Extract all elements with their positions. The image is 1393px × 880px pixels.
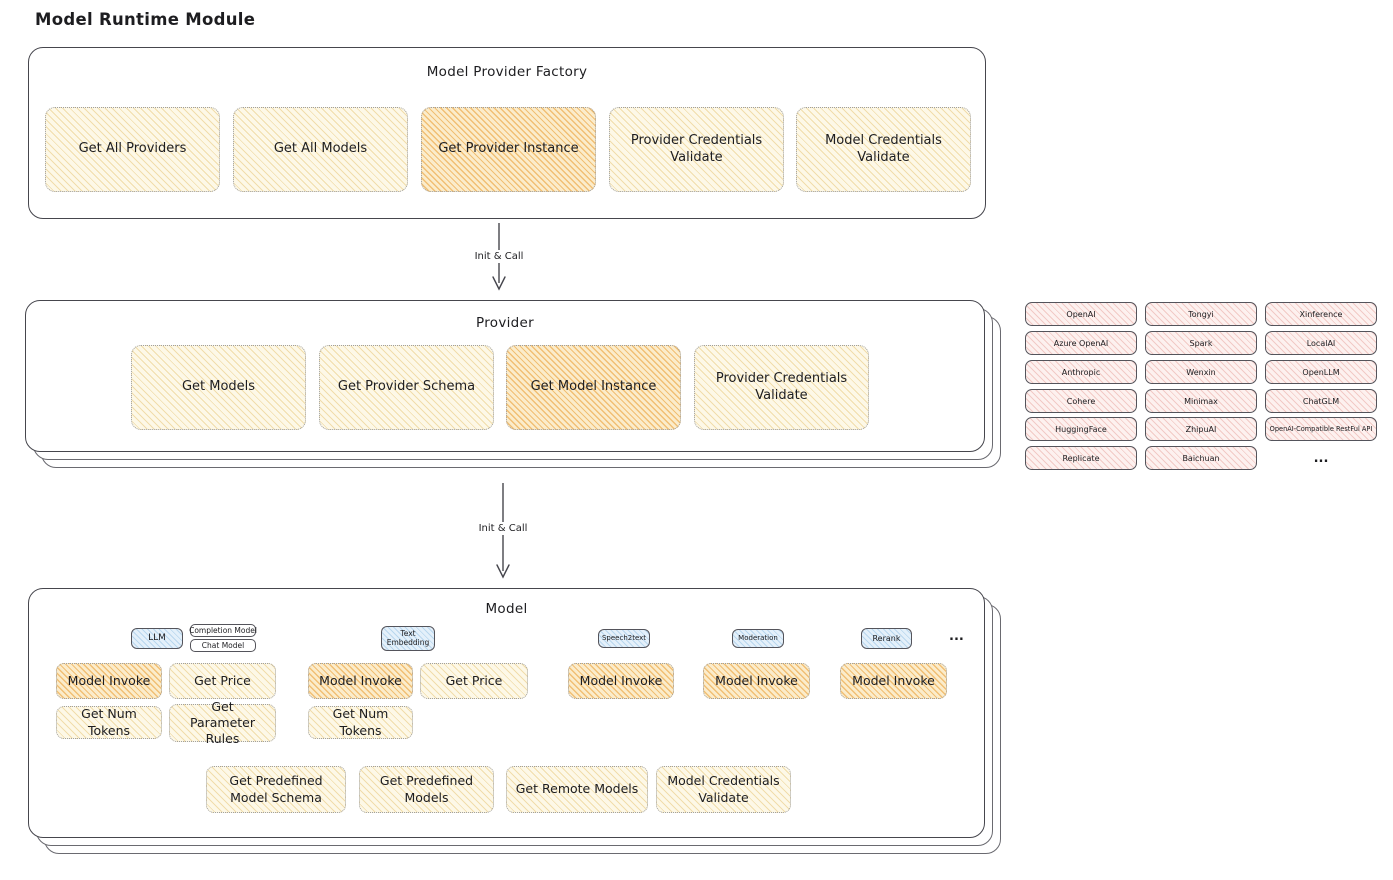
provider-chip-zhipuai: ZhipuAI (1145, 417, 1257, 441)
node-llm-get-parameter-rules: Get Parameter Rules (169, 699, 276, 746)
node-get-remote-models: Get Remote Models (506, 766, 648, 813)
provider-title: Provider (476, 315, 534, 331)
arrow-label-init-call-1: Init & Call (459, 250, 539, 263)
tab-speech2text: Speech2text (598, 629, 650, 648)
node-embedding-model-invoke: Model Invoke (308, 663, 413, 699)
provider-chip-spark: Spark (1145, 331, 1257, 355)
node-get-provider-instance: Get Provider Instance (421, 107, 596, 192)
node-get-models: Get Models (131, 345, 306, 430)
provider-chip-tongyi: Tongyi (1145, 302, 1257, 326)
node-speech2text-model-invoke: Model Invoke (568, 663, 674, 699)
provider-chip-replicate: Replicate (1025, 446, 1137, 470)
tab-rerank: Rerank (861, 628, 912, 649)
provider-chip-anthropic: Anthropic (1025, 360, 1137, 384)
node-llm-get-num-tokens: Get Num Tokens (56, 706, 162, 739)
node-get-predefined-model-schema: Get Predefined Model Schema (206, 766, 346, 813)
node-get-all-providers: Get All Providers (45, 107, 220, 192)
provider-chip-chatglm: ChatGLM (1265, 389, 1377, 413)
tab-llm: LLM (131, 628, 183, 649)
tab-chat-model: Chat Model (190, 639, 256, 652)
provider-chip-wenxin: Wenxin (1145, 360, 1257, 384)
node-get-all-models: Get All Models (233, 107, 408, 192)
factory-title: Model Provider Factory (426, 64, 588, 80)
node-model-credentials-validate: Model Credentials Validate (796, 107, 971, 192)
provider-chip-openai-compatible: OpenAI-Compatible RestFul API (1265, 417, 1377, 441)
provider-chip-localai: LocalAI (1265, 331, 1377, 355)
provider-chip-huggingface: HuggingFace (1025, 417, 1137, 441)
node-provider-credentials-validate-2: Provider Credentials Validate (694, 345, 869, 430)
node-get-predefined-models: Get Predefined Models (359, 766, 494, 813)
tab-moderation: Moderation (732, 629, 784, 648)
provider-grid-ellipsis: ... (1313, 450, 1329, 466)
node-rerank-model-invoke: Model Invoke (840, 663, 947, 699)
provider-chip-azure-openai: Azure OpenAI (1025, 331, 1137, 355)
arrow-label-init-call-2: Init & Call (463, 522, 543, 535)
provider-chip-minimax: Minimax (1145, 389, 1257, 413)
node-embedding-get-price: Get Price (420, 663, 528, 699)
node-get-provider-schema: Get Provider Schema (319, 345, 494, 430)
node-get-model-instance: Get Model Instance (506, 345, 681, 430)
node-model-credentials-validate-2: Model Credentials Validate (656, 766, 791, 813)
model-title: Model (485, 601, 528, 617)
provider-chip-openllm: OpenLLM (1265, 360, 1377, 384)
node-provider-credentials-validate: Provider Credentials Validate (609, 107, 784, 192)
provider-box: Provider Get Models Get Provider Schema … (25, 300, 985, 452)
provider-chip-cohere: Cohere (1025, 389, 1137, 413)
node-llm-model-invoke: Model Invoke (56, 663, 162, 699)
model-box: Model LLM Completion Model Chat Model Te… (28, 588, 985, 838)
factory-box: Model Provider Factory Get All Providers… (28, 47, 986, 219)
node-embedding-get-num-tokens: Get Num Tokens (308, 706, 413, 739)
page-title: Model Runtime Module (35, 10, 256, 29)
model-tabs-ellipsis: ... (949, 629, 964, 644)
tab-completion-model: Completion Model (189, 624, 257, 637)
provider-chip-baichuan: Baichuan (1145, 446, 1257, 470)
tab-text-embedding: Text Embedding (381, 626, 435, 651)
node-moderation-model-invoke: Model Invoke (703, 663, 810, 699)
provider-chip-openai: OpenAI (1025, 302, 1137, 326)
provider-chip-xinference: Xinference (1265, 302, 1377, 326)
node-llm-get-price: Get Price (169, 663, 276, 699)
